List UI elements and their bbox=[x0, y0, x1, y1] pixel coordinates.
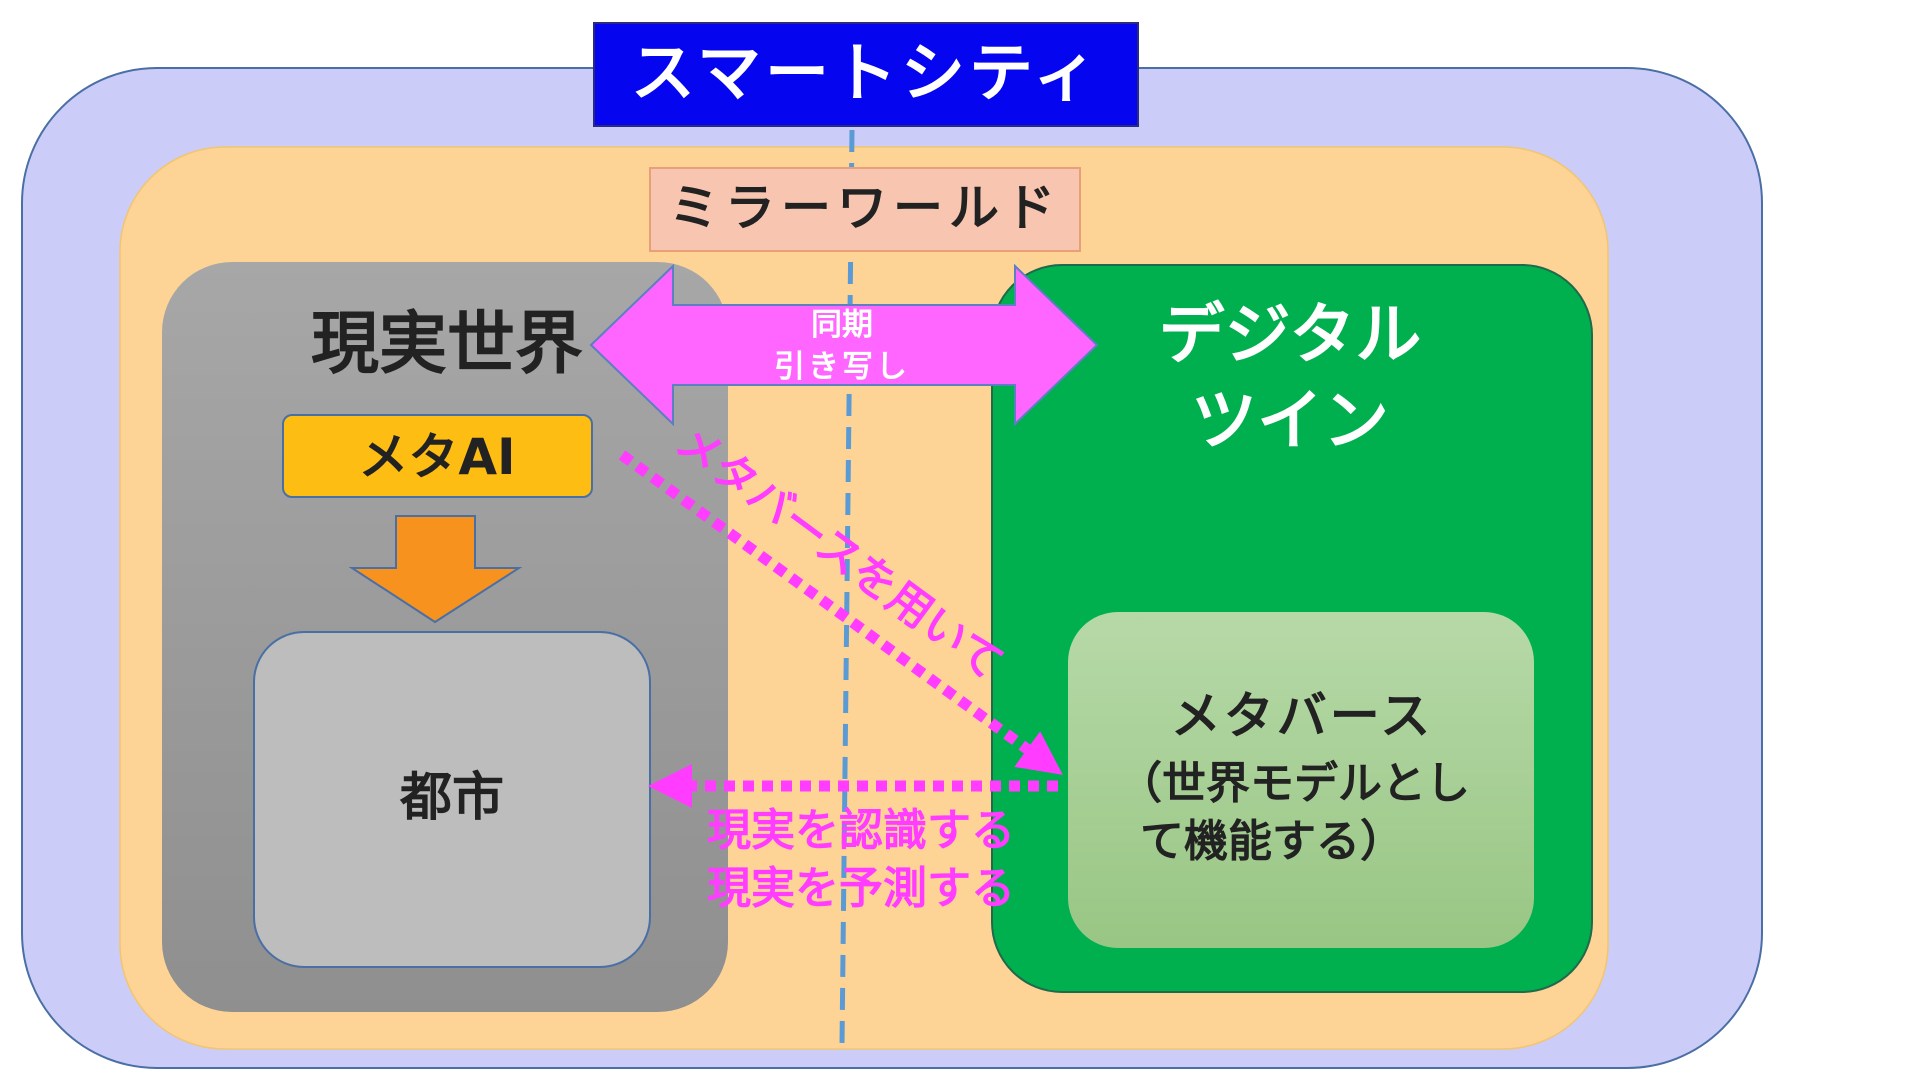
metaverse-title: メタバース bbox=[1171, 687, 1434, 745]
mirror-world-label: ミラーワールド bbox=[669, 179, 1061, 237]
recognize-reality-label: 現実を認識する bbox=[707, 805, 1015, 856]
center-divider-line bbox=[839, 129, 855, 1046]
city-label: 都市 bbox=[399, 768, 504, 828]
digital-twin-label-line2: ツイン bbox=[1191, 382, 1389, 459]
meta-ai-label: メタAI bbox=[358, 428, 515, 486]
sync-label-line1: 同期 bbox=[811, 307, 873, 343]
down-arrow bbox=[348, 515, 523, 624]
predict-reality-label: 現実を予測する bbox=[707, 863, 1015, 914]
metaverse-desc-line1: （世界モデルとし bbox=[1118, 758, 1470, 809]
title-text: スマートシティ bbox=[631, 37, 1101, 111]
sync-double-arrow bbox=[589, 263, 1099, 427]
digital-twin-label-line1: デジタル bbox=[1159, 296, 1422, 373]
meta-ai-box bbox=[282, 414, 593, 498]
title-box bbox=[593, 22, 1139, 127]
sync-label-line2: 引き写し bbox=[774, 349, 910, 385]
real-world-label: 現実世界 bbox=[311, 305, 583, 384]
metaverse-box bbox=[1068, 612, 1534, 948]
metaverse-desc-line2: て機能する） bbox=[1140, 816, 1404, 867]
mirror-world-label-box bbox=[649, 167, 1081, 252]
